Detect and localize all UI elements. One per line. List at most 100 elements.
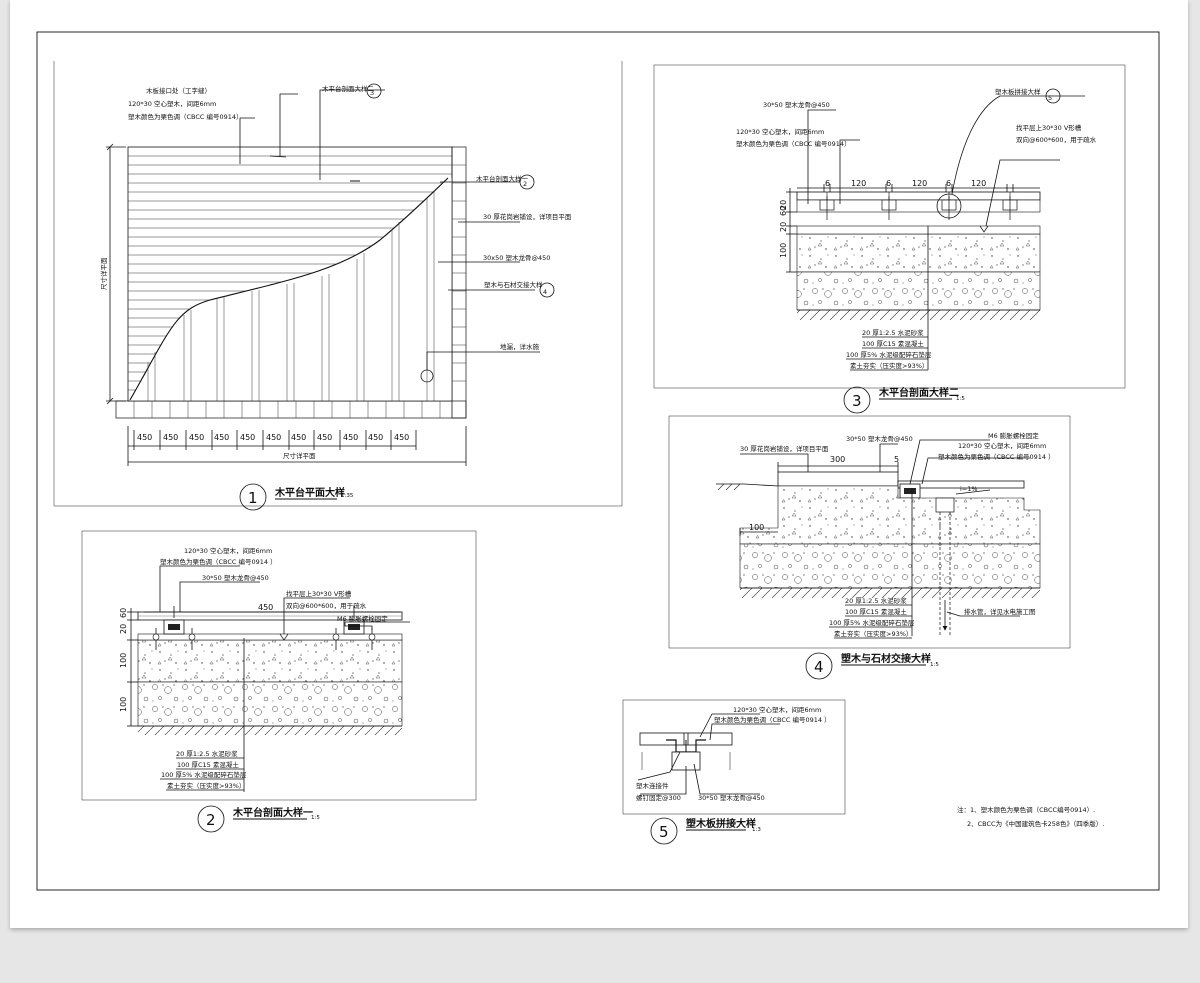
detail-5-joint: 120*30 空心塑木，间距6mm 塑木颜色为栗色调（CBCC 编号0914 ）… [622, 699, 846, 845]
plan-number: 1 [248, 489, 258, 507]
sec1-vdim-1: 60 [119, 608, 128, 618]
detail-1-plan: 木板接口处（工字缝） 120*30 空心塑木，间距6mm 塑木颜色为栗色调（CB… [53, 61, 623, 511]
sec2-number-circle [843, 386, 871, 414]
sec5-title: 塑木板拼接大样 [686, 817, 756, 830]
sec2-dim-4: 120 [971, 179, 986, 188]
plan-label-sec1: 木平台剖面大样一 [476, 174, 529, 183]
sec2-label-slope: 找平层上30*30 V形槽 [1016, 123, 1082, 132]
sec4-label-joist: 30*50 塑木龙骨@450 [846, 434, 913, 443]
sec2-callout-circle [936, 193, 962, 219]
plan-label-sec2: 木平台剖面大样二 [322, 84, 375, 93]
sec1-layer-3: 素土夯实（压实度>93%） [167, 781, 245, 790]
sec4-title: 塑木与石材交接大样 [841, 652, 931, 665]
sec2-layer-3: 素土夯实（压实度>93%） [850, 361, 928, 370]
sec1-border [81, 530, 477, 801]
sec1-number: 2 [206, 811, 216, 829]
sec5-label-board: 120*30 空心塑木，间距6mm [733, 705, 821, 714]
sec2-label-slope2: 双向@600*600，用于疏水 [1016, 135, 1097, 144]
sec4-dim-5: 5 [894, 455, 899, 464]
sec4-label-bolt: M6 膨胀螺栓固定 [988, 431, 1039, 440]
sec2-layer-0: 20 厚1:2.5 水泥砂浆 [862, 328, 924, 337]
sec2-layer-1: 100 厚C15 素混凝土 [862, 339, 924, 348]
plan-dim-8: 450 [343, 433, 358, 442]
sec2-label-board: 120*30 空心塑木，间距6mm [736, 127, 824, 136]
detail-3-section: 6 120 120 6 120 6 20 60 20 100 30*50 塑木龙… [653, 64, 1126, 414]
plan-dim-total: 尺寸详平面 [283, 451, 316, 460]
sec1-vdim-0: 20 [119, 624, 128, 634]
plan-scale: 1:35 [341, 493, 354, 499]
sec2-layer-2: 100 厚5% 水泥级配碎石垫层 [846, 350, 932, 359]
sec1-scale: 1:5 [311, 815, 320, 821]
sec1-label-slope2: 双向@600*600，用于疏水 [286, 601, 367, 610]
sec5-number-circle [650, 817, 678, 845]
ref-bubble-2-text: 2 [523, 180, 527, 188]
sec1-label-bolt: M6 膨胀螺栓固定 [337, 614, 388, 623]
plan-dim-9: 450 [368, 433, 383, 442]
plan-dim-vertical: 尺寸详平面 [99, 257, 108, 290]
ref-bubble-4-text: 4 [543, 288, 547, 296]
sec4-scale: 1:5 [930, 662, 939, 668]
sec2-label-joist: 30*50 塑木龙骨@450 [763, 100, 830, 109]
sec1-label-board: 120*30 空心塑木，间距6mm [184, 546, 272, 555]
plan-border [53, 61, 623, 507]
sec1-layer-2: 100 厚5% 水泥级配碎石垫层 [161, 770, 247, 779]
sec4-dim-100: 100 [749, 523, 764, 532]
sec2-vdim-0: 20 [779, 222, 788, 232]
sec2-ref-bubble [1045, 88, 1061, 104]
plan-dim-5: 450 [266, 433, 281, 442]
sec2-vdim-2: 20 [779, 200, 788, 210]
sec2-border [653, 64, 1126, 389]
sec5-label-clip: 塑木连接件 [636, 781, 669, 790]
detail-4-junction: 300 5 100 30 厚花岗岩铺设，详项目平面 30*50 塑木龙骨@450… [668, 415, 1071, 680]
sec2-vdim-3: 100 [779, 243, 788, 258]
sec1-span: 450 [258, 603, 273, 612]
sec1-layer-0: 20 厚1:2.5 水泥砂浆 [176, 749, 238, 758]
sec2-title: 木平台剖面大样二 [878, 386, 959, 399]
plank-area [115, 146, 467, 419]
ref-bubble-3-text: 3 [370, 89, 374, 97]
sec2-ref-bubble-text: 5 [1048, 94, 1052, 102]
plan-label-paving: 30 厚花岗岩铺设，详项目平面 [483, 212, 572, 221]
plan-label-edge: 木板接口处（工字缝） [146, 86, 211, 95]
sec4-number: 4 [814, 658, 824, 676]
sec2-label-color: 塑木颜色为栗色调（CBCC 编号0914） [736, 139, 851, 148]
sec2-scale: 1:5 [956, 396, 965, 402]
sec1-vdim-2: 100 [119, 653, 128, 668]
plan-dim-2: 450 [189, 433, 204, 442]
sec5-number: 5 [659, 823, 669, 841]
sec1-vdim-3: 100 [119, 697, 128, 712]
sec4-label-paving: 30 厚花岗岩铺设，详项目平面 [740, 444, 829, 453]
sec1-label-joist: 30*50 塑木龙骨@450 [202, 573, 269, 582]
sec2-number: 3 [852, 392, 862, 410]
ref-bubble-3 [366, 83, 382, 99]
detail-2-section: 20 60 100 100 450 120*30 空心塑木，间距6mm 塑木颜色… [81, 530, 477, 833]
plan-label-color: 塑木颜色为栗色调（CBCC 编号0914） [128, 112, 243, 121]
notes: 注：1、塑木颜色为栗色调（CBCC编号0914）. 2、CBCC为《中国建筑色卡… [957, 805, 1104, 828]
plan-dim-10: 450 [394, 433, 409, 442]
plan-label-junction: 塑木与石材交接大样 [484, 280, 543, 289]
sec2-dim-2: 120 [912, 179, 927, 188]
plan-title: 木平台平面大样 [274, 486, 345, 499]
plan-number-circle [239, 483, 267, 511]
plan-label-joist: 30x50 塑木龙骨@450 [483, 253, 550, 262]
sec4-layer-1: 100 厚C15 素混凝土 [845, 607, 907, 616]
sec5-label-screw: 螺钉固定@300 [636, 793, 681, 802]
outer-frame [36, 31, 1160, 891]
plan-dim-4: 450 [240, 433, 255, 442]
sec2-dim-0: 6 [825, 179, 830, 188]
drawing-canvas: 木板接口处（工字缝） 120*30 空心塑木，间距6mm 塑木颜色为栗色调（CB… [36, 31, 1160, 891]
plan-dim-0: 450 [137, 433, 152, 442]
drawing-sheet: 木板接口处（工字缝） 120*30 空心塑木，间距6mm 塑木颜色为栗色调（CB… [10, 0, 1188, 928]
plan-dim-1: 450 [163, 433, 178, 442]
plan-label-board: 120*30 空心塑木，间距6mm [128, 99, 216, 108]
sec1-title: 木平台剖面大样一 [232, 806, 313, 819]
sec1-label-color: 塑木颜色为栗色调（CBCC 编号0914 ） [160, 557, 277, 566]
sec2-gap: 6 [886, 179, 891, 188]
sec2-dim-1: 120 [851, 179, 866, 188]
plan-dim-6: 450 [291, 433, 306, 442]
sec2-vdim-1: 60 [779, 206, 788, 216]
note-line-1: 注：1、塑木颜色为栗色调（CBCC编号0914）. [957, 805, 1095, 814]
sec4-dim-300: 300 [830, 455, 845, 464]
sec5-label-color: 塑木颜色为栗色调（CBCC 编号0914 ） [714, 715, 831, 724]
sec4-layer-2: 100 厚5% 水泥级配碎石垫层 [829, 618, 915, 627]
